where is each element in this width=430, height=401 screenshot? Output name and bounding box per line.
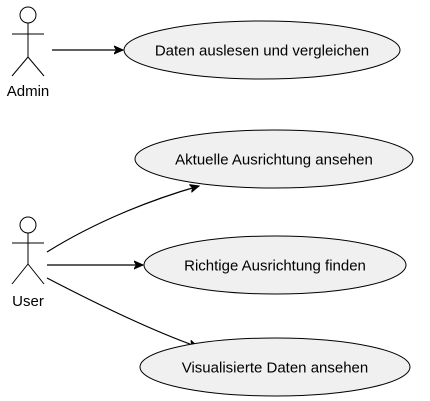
usecase-daten-auslesen[interactable]: Daten auslesen und vergleichen: [123, 20, 401, 80]
usecase-aktuelle-ausrichtung-label: Aktuelle Ausrichtung ansehen: [175, 152, 373, 169]
actor-admin-left-leg: [11, 56, 29, 77]
association-user-visualisierte-daten: [46, 277, 198, 347]
usecase-aktuelle-ausrichtung-ellipse: [134, 129, 414, 189]
usecase-richtige-ausrichtung-ellipse: [143, 235, 407, 295]
actor-admin-head: [19, 6, 37, 24]
associations: [46, 50, 199, 347]
usecase-visualisierte-daten-label: Visualisierte Daten ansehen: [182, 360, 369, 377]
actor-user-right-leg: [27, 263, 45, 285]
actor-user-head: [19, 216, 37, 234]
usecase-richtige-ausrichtung[interactable]: Richtige Ausrichtung finden: [143, 235, 407, 295]
usecase-daten-auslesen-ellipse: [123, 20, 401, 80]
actor-admin-label: Admin: [7, 83, 50, 100]
actor-user-label: User: [12, 293, 44, 310]
usecase-visualisierte-daten-ellipse: [139, 337, 411, 397]
actor-user[interactable]: User: [11, 216, 45, 310]
usecase-aktuelle-ausrichtung[interactable]: Aktuelle Ausrichtung ansehen: [134, 129, 414, 189]
actor-admin[interactable]: Admin: [7, 6, 50, 100]
usecase-richtige-ausrichtung-label: Richtige Ausrichtung finden: [184, 258, 366, 275]
actor-user-left-leg: [11, 263, 29, 285]
usecase-visualisierte-daten[interactable]: Visualisierte Daten ansehen: [139, 337, 411, 397]
actor-admin-right-leg: [27, 56, 45, 77]
usecase-daten-auslesen-label: Daten auslesen und vergleichen: [155, 43, 369, 60]
association-user-aktuelle-ausrichtung: [46, 186, 199, 253]
